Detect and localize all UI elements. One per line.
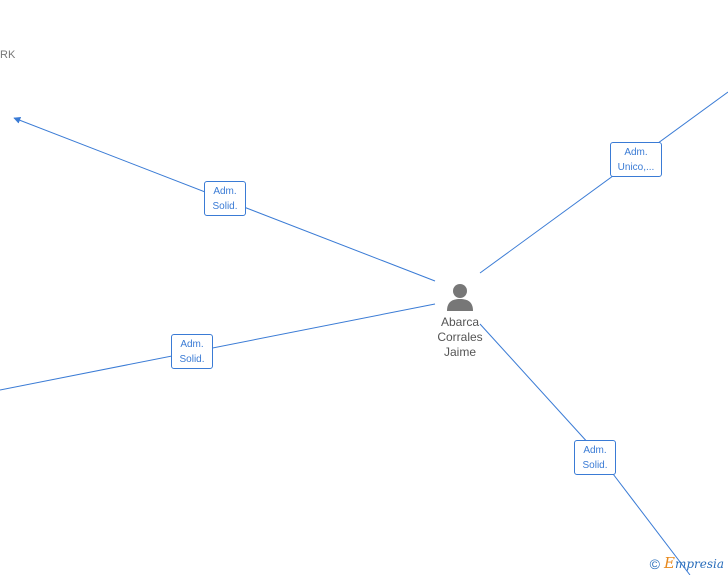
person-node-name-line: Corrales	[437, 330, 483, 344]
brand-rest: mpresia	[674, 557, 724, 571]
edge-label-role-detail: Solid.	[582, 460, 608, 471]
edge-label-role-detail: Unico,...	[617, 162, 655, 173]
edge-label-role-detail: Solid.	[212, 201, 238, 212]
edge-label-role-detail: Solid.	[179, 354, 205, 365]
person-icon	[447, 284, 473, 311]
copyright-icon: ©	[649, 555, 660, 572]
edge-label-lower-right[interactable]: Adm. Solid.	[574, 440, 616, 475]
person-node-name-line: Jaime	[443, 345, 476, 359]
edge-line-left[interactable]	[0, 303, 436, 391]
edge-label-role: Adm.	[624, 147, 648, 158]
edge-line-lower-right-tail[interactable]	[609, 469, 691, 575]
brand-logo: Empresia	[663, 554, 724, 572]
person-node-name: Abarca Corrales Jaime	[420, 315, 500, 360]
edge-label-upper-left[interactable]: Adm. Solid.	[204, 181, 246, 216]
edge-label-role: Adm.	[180, 339, 204, 350]
edge-label-left[interactable]: Adm. Solid.	[171, 334, 213, 369]
edge-label-upper-right[interactable]: Adm. Unico,...	[610, 142, 662, 177]
person-node[interactable]: Abarca Corrales Jaime	[420, 282, 500, 360]
edge-line-upper-right[interactable]	[479, 91, 728, 274]
offscreen-node-label[interactable]: RK	[0, 49, 16, 61]
edge-line-lower-right[interactable]	[479, 323, 591, 446]
brand-initial: E	[663, 554, 675, 572]
edge-label-role: Adm.	[213, 186, 237, 197]
brand-watermark: © Empresia	[649, 554, 724, 572]
edge-label-role: Adm.	[583, 445, 607, 456]
person-node-name-line: Abarca	[440, 315, 480, 329]
